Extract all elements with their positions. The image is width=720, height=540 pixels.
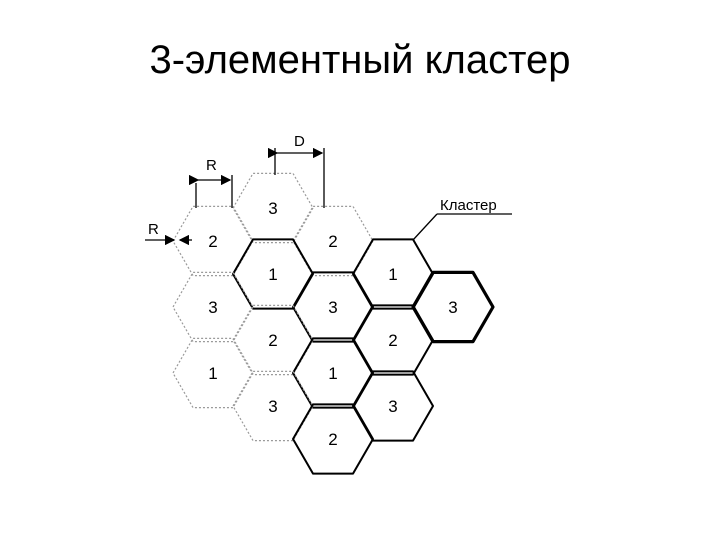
d-label: D xyxy=(294,133,305,150)
hex-cell-label: 2 xyxy=(208,232,217,251)
hex-cells: 3 2 2 1 1 3 3 3 2 2 1 1 3 3 2 xyxy=(172,172,495,475)
hex-cell: 3 xyxy=(232,172,314,244)
hex-cell-label: 1 xyxy=(328,364,337,383)
hex-cell-label: 2 xyxy=(328,232,337,251)
hex-cell-label: 3 xyxy=(268,199,277,218)
hex-cell: 2 xyxy=(292,205,374,277)
r-left-dimension: R xyxy=(145,221,192,246)
hex-cell-label: 1 xyxy=(268,265,277,284)
hex-cell-label: 2 xyxy=(388,331,397,350)
r-top-dimension: R xyxy=(188,157,233,208)
d-dimension: D xyxy=(267,133,325,208)
hex-cell: 1 xyxy=(172,337,254,409)
r-left-label: R xyxy=(148,221,159,238)
hex-cell-label: 3 xyxy=(208,298,217,317)
hex-cell: 3 xyxy=(172,271,254,343)
hex-cell: 2 xyxy=(352,304,434,376)
hex-cell-label: 2 xyxy=(328,430,337,449)
hex-cell-label: 1 xyxy=(388,265,397,284)
hex-cell: 3 xyxy=(232,370,314,442)
hex-cell-label: 1 xyxy=(208,364,217,383)
hex-cell: 1 xyxy=(292,337,374,409)
hex-cell: 2 xyxy=(292,403,374,475)
hex-cell: 2 xyxy=(172,205,254,277)
hex-cell: 2 xyxy=(232,304,314,376)
hex-cell-label: 3 xyxy=(268,397,277,416)
r-top-label: R xyxy=(206,157,217,174)
hex-outline xyxy=(292,403,374,475)
hex-cell: 3 xyxy=(411,270,495,344)
hex-cell-label: 2 xyxy=(268,331,277,350)
hex-cell: 3 xyxy=(292,271,374,343)
hex-cell: 1 xyxy=(352,238,434,310)
hex-cell: 3 xyxy=(352,370,434,442)
cluster-label: Кластер xyxy=(440,197,497,214)
hex-cell-label: 3 xyxy=(388,397,397,416)
cluster-callout: Кластер xyxy=(412,197,512,241)
hex-cell: 1 xyxy=(232,238,314,310)
hex-cell-label: 3 xyxy=(448,298,457,317)
page-title: 3-элементный кластер xyxy=(149,38,571,82)
hex-cell-label: 3 xyxy=(328,298,337,317)
